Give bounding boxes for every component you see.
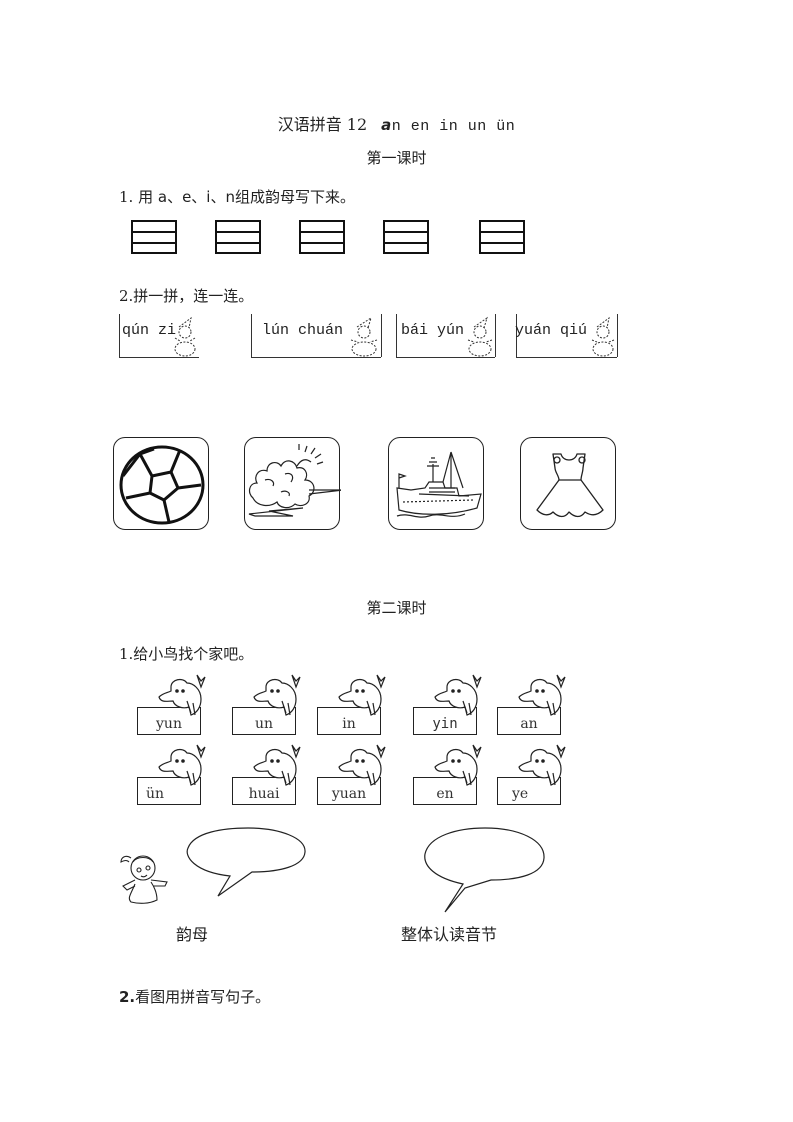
ship-icon (396, 451, 482, 518)
dress-icon (536, 453, 604, 518)
bird-nest-yun[interactable]: yun (137, 673, 207, 735)
lesson-one-heading: 第一课时 (366, 149, 427, 167)
girl-illustration-icon (120, 855, 168, 904)
picture-ship[interactable] (388, 437, 484, 530)
bird-nest-un-umlaut[interactable]: ün (137, 743, 207, 805)
bird-question-prompt: 1.给小鸟找个家吧。 (119, 645, 254, 663)
picture-dress[interactable] (520, 437, 616, 530)
pinyin-card-lunchuan[interactable]: lún chuán (251, 314, 382, 358)
title-pinyin: an en in un ün (381, 116, 516, 135)
writing-grid-2[interactable] (215, 220, 261, 254)
bird-nest-yin[interactable]: yin (413, 673, 483, 735)
bird-icon (434, 674, 482, 716)
picture-clouds[interactable] (244, 437, 341, 530)
writing-grid-1[interactable] (131, 220, 177, 254)
speech-bubble-left-icon[interactable] (184, 826, 309, 898)
writing-grid-3[interactable] (299, 220, 345, 254)
bird-icon (158, 744, 206, 786)
bird-icon (518, 674, 566, 716)
bird-icon (338, 674, 386, 716)
clouds-icon (248, 444, 341, 517)
pinyin-card-baiyun[interactable]: bái yún (396, 314, 496, 358)
snowman-icon (350, 316, 378, 357)
whole-syllables-label: 整体认读音节 (401, 925, 498, 944)
snowman-icon (591, 316, 615, 357)
bird-icon (434, 744, 482, 786)
soccer-ball-icon (119, 445, 205, 525)
bird-icon (253, 674, 301, 716)
bird-nest-en[interactable]: en (413, 743, 483, 805)
question-2-prompt: 2.拼一拼，连一连。 (119, 287, 254, 305)
bird-nest-ye[interactable]: ye (497, 743, 567, 805)
pinyin-card-qunzi[interactable]: qún zi (119, 314, 199, 358)
bird-nest-an[interactable]: an (497, 673, 567, 735)
bird-nest-huai[interactable]: huai (232, 743, 302, 805)
lesson-two-heading: 第二课时 (366, 599, 427, 617)
bird-icon (518, 744, 566, 786)
question-1-prompt: 1. 用 a、e、i、n组成韵母写下来。 (119, 188, 356, 206)
bird-nest-yuan[interactable]: yuan (317, 743, 387, 805)
bird-icon (253, 744, 301, 786)
picture-soccer-ball[interactable] (113, 437, 209, 530)
page-title: 汉语拼音 12 an en in un ün (0, 111, 793, 135)
writing-grid-4[interactable] (383, 220, 429, 254)
bird-icon (158, 674, 206, 716)
pinyin-card-yuanqiu[interactable]: yuán qiú (515, 314, 618, 358)
write-sentence-prompt: 2.看图用拼音写句子。 (119, 988, 271, 1006)
snowman-icon (174, 316, 196, 357)
snowman-icon (467, 316, 493, 357)
writing-grid-5[interactable] (479, 220, 525, 254)
finals-label: 韵母 (176, 925, 209, 944)
bird-icon (338, 744, 386, 786)
bird-nest-in[interactable]: in (317, 673, 387, 735)
bird-nest-un[interactable]: un (232, 673, 302, 735)
speech-bubble-right-icon[interactable] (423, 826, 548, 914)
title-chinese: 汉语拼音 12 (277, 115, 368, 134)
